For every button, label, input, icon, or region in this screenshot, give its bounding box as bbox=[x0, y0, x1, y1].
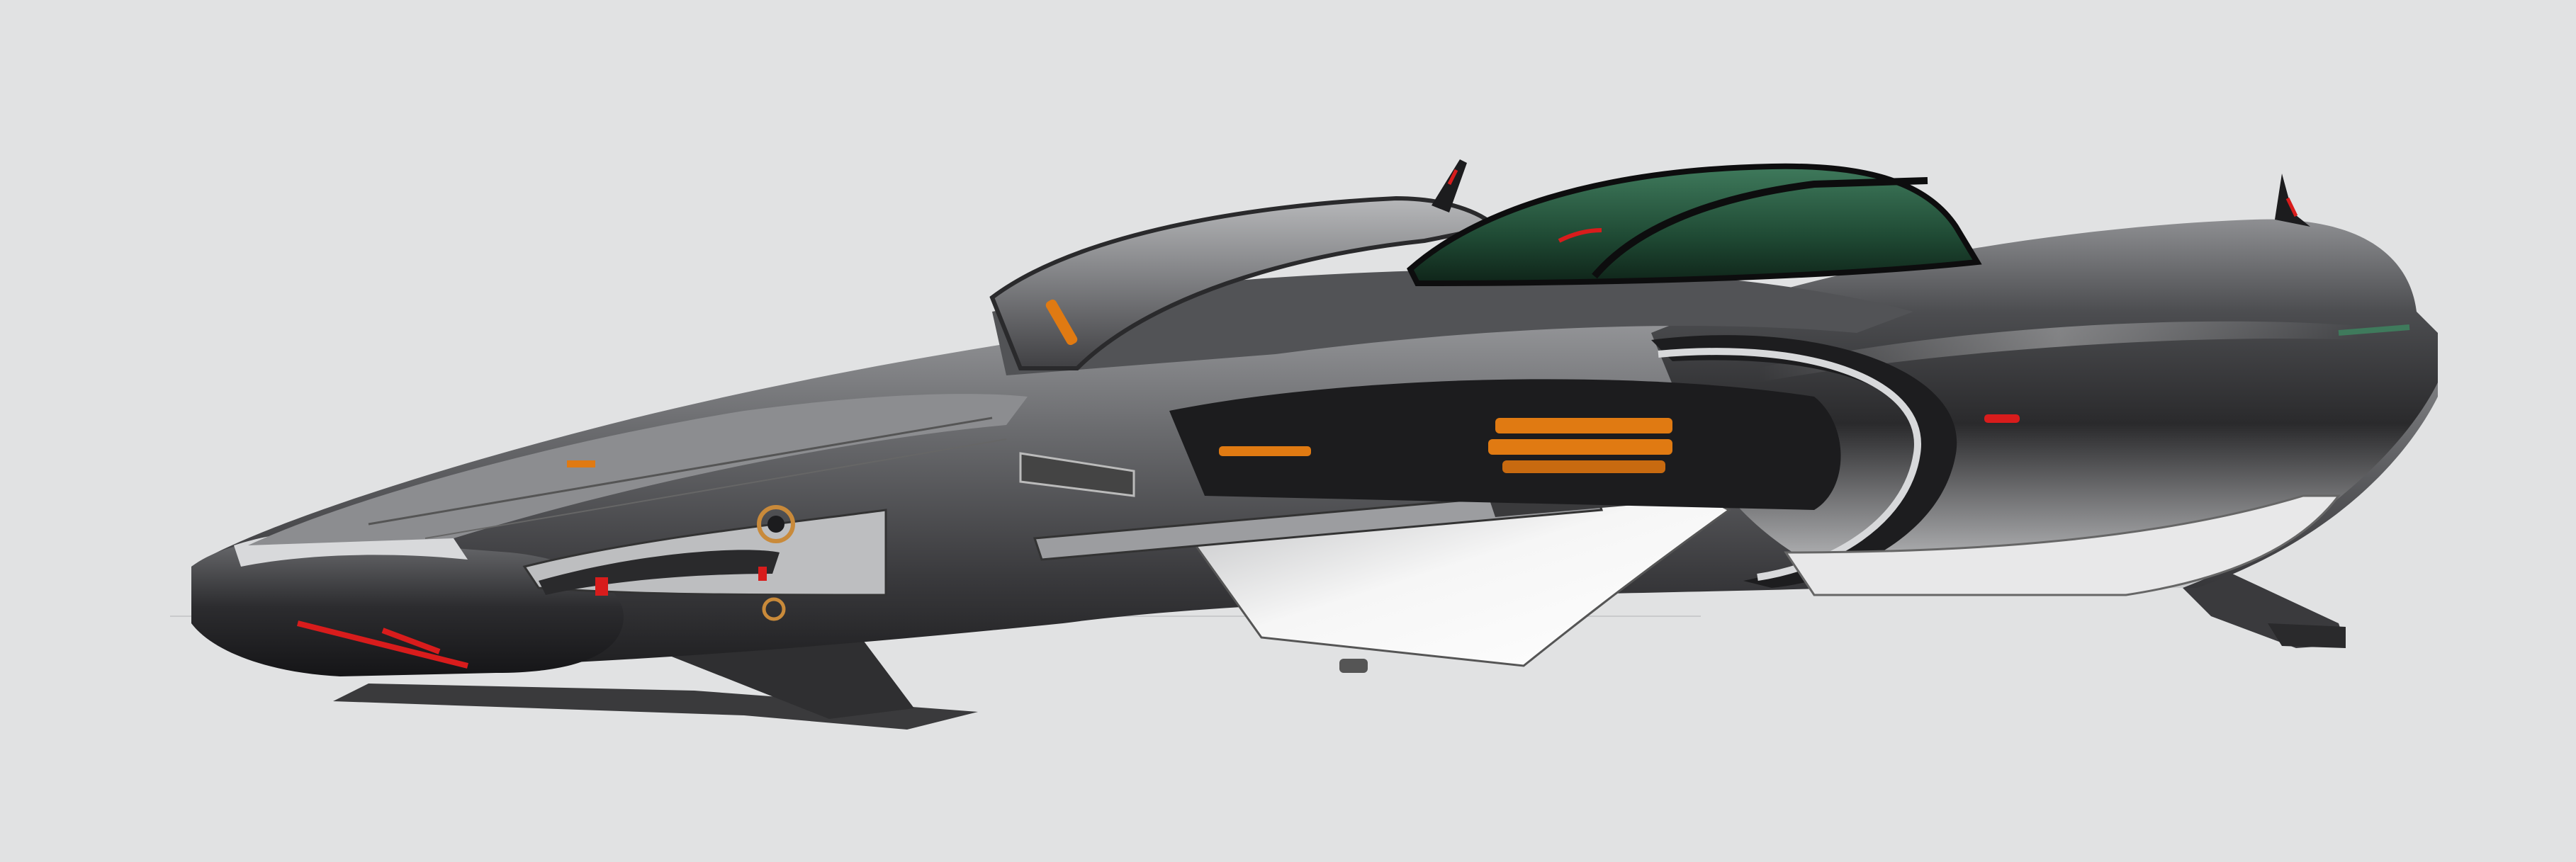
rear-antenna bbox=[2275, 174, 2310, 227]
rear-red-light bbox=[1984, 414, 2020, 423]
rear-antenna-red bbox=[2285, 197, 2298, 217]
rear-white-skirt bbox=[1784, 494, 2341, 596]
nose-section bbox=[191, 538, 624, 676]
orange-marker bbox=[567, 460, 595, 467]
port-ring-1 bbox=[757, 505, 795, 543]
cockpit-canopy bbox=[1407, 163, 1982, 287]
side-hatch bbox=[1019, 452, 1135, 497]
rear-grey-canopy bbox=[989, 195, 1500, 370]
bottom-sensor bbox=[1339, 659, 1368, 673]
nose-red-stripe-2 bbox=[381, 628, 441, 654]
side-rail bbox=[1033, 487, 1604, 561]
side-fin-red-light-2 bbox=[758, 567, 767, 581]
plate-seam-1 bbox=[368, 416, 993, 526]
orange-cell-1 bbox=[1495, 418, 1672, 433]
port-ring-1-core bbox=[767, 516, 784, 533]
front-antenna-red bbox=[1447, 169, 1458, 186]
forward-hull-plates bbox=[248, 394, 1028, 545]
rear-green-trim bbox=[2338, 324, 2410, 336]
cockpit-canopy-frame bbox=[1592, 177, 1928, 279]
port-ring-2 bbox=[762, 597, 786, 621]
rear-canopy-orange-light bbox=[1045, 299, 1078, 346]
rear-engine-pod-shine bbox=[1757, 321, 2360, 382]
orange-cell-3 bbox=[1502, 460, 1665, 473]
upper-deck bbox=[992, 269, 1913, 375]
side-fin-red-light bbox=[595, 577, 608, 596]
front-antenna bbox=[1432, 159, 1467, 212]
orange-cell-4 bbox=[1219, 446, 1311, 456]
underside-skid bbox=[333, 684, 978, 730]
orange-cell-2 bbox=[1488, 439, 1672, 455]
rear-landing-foot bbox=[2268, 623, 2346, 648]
cockpit-red-trim bbox=[1558, 228, 1602, 243]
plate-seam-2 bbox=[424, 438, 1007, 539]
nose-red-stripe bbox=[297, 620, 468, 669]
